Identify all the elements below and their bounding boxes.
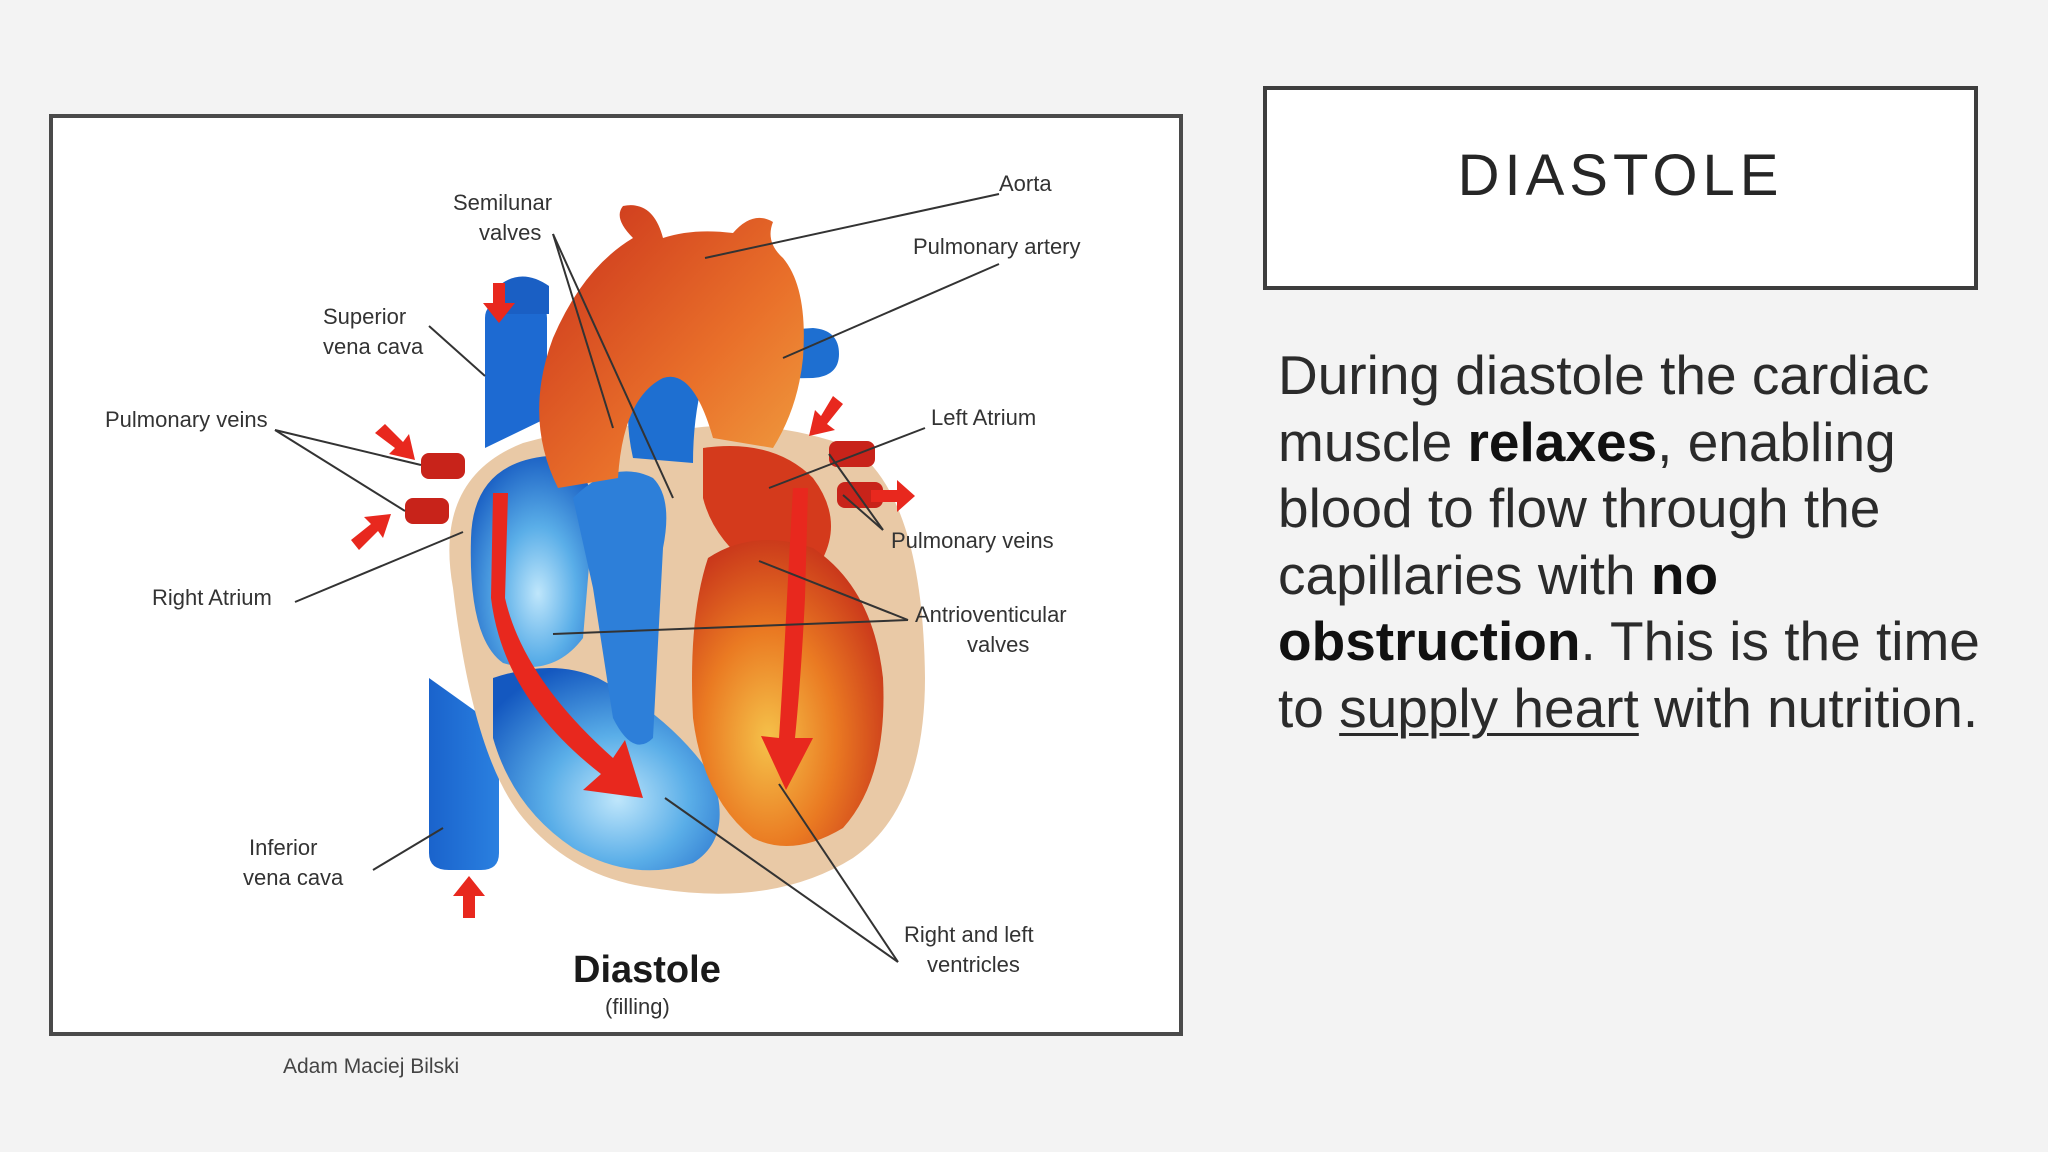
image-credit: Adam Maciej Bilski xyxy=(283,1055,459,1079)
pulmonary-vein-left-2 xyxy=(405,498,449,524)
body-run: with nutrition. xyxy=(1639,677,1978,739)
label-inferior-1: Inferior xyxy=(249,835,317,860)
heart-diagram: Aorta Pulmonary artery Semilunar valves … xyxy=(53,118,1179,1032)
body-run-bold: relaxes xyxy=(1468,411,1658,473)
label-superior-1: Superior xyxy=(323,304,406,329)
label-left-atrium: Left Atrium xyxy=(931,405,1036,430)
right-atrium xyxy=(471,456,593,667)
body-run-underline: supply heart xyxy=(1339,677,1639,739)
label-av-2: valves xyxy=(967,632,1029,657)
slide-title: DIASTOLE xyxy=(1267,142,1974,209)
label-right-atrium: Right Atrium xyxy=(152,585,272,610)
leader-superior xyxy=(429,326,485,376)
pulmonary-vein-left-1 xyxy=(421,453,465,479)
leader-pv-left-2 xyxy=(275,430,405,511)
label-pulmonary-veins-left: Pulmonary veins xyxy=(105,407,268,432)
leader-pulmonary-artery xyxy=(783,264,999,358)
label-av-1: Antrioventicular xyxy=(915,602,1067,627)
arrow-pv-left-2 xyxy=(351,514,391,550)
label-semilunar-1: Semilunar xyxy=(453,190,552,215)
slide-body-text: During diastole the cardiac muscle relax… xyxy=(1278,342,1998,741)
diagram-subtitle: (filling) xyxy=(605,994,670,1019)
label-ventricles-1: Right and left xyxy=(904,922,1034,947)
arrow-ivc xyxy=(453,876,485,918)
label-pulmonary-artery: Pulmonary artery xyxy=(913,234,1081,259)
label-aorta: Aorta xyxy=(999,171,1052,196)
superior-vena-cava xyxy=(485,303,547,448)
leader-right-atrium xyxy=(295,532,463,602)
title-box: DIASTOLE xyxy=(1263,86,1978,290)
heart-diagram-frame: Aorta Pulmonary artery Semilunar valves … xyxy=(49,114,1183,1036)
label-pulmonary-veins-right: Pulmonary veins xyxy=(891,528,1054,553)
arrow-pv-right-1 xyxy=(809,396,843,436)
diagram-title: Diastole xyxy=(573,949,721,991)
label-ventricles-2: ventricles xyxy=(927,952,1020,977)
label-inferior-2: vena cava xyxy=(243,865,344,890)
label-semilunar-2: valves xyxy=(479,220,541,245)
label-superior-2: vena cava xyxy=(323,334,424,359)
